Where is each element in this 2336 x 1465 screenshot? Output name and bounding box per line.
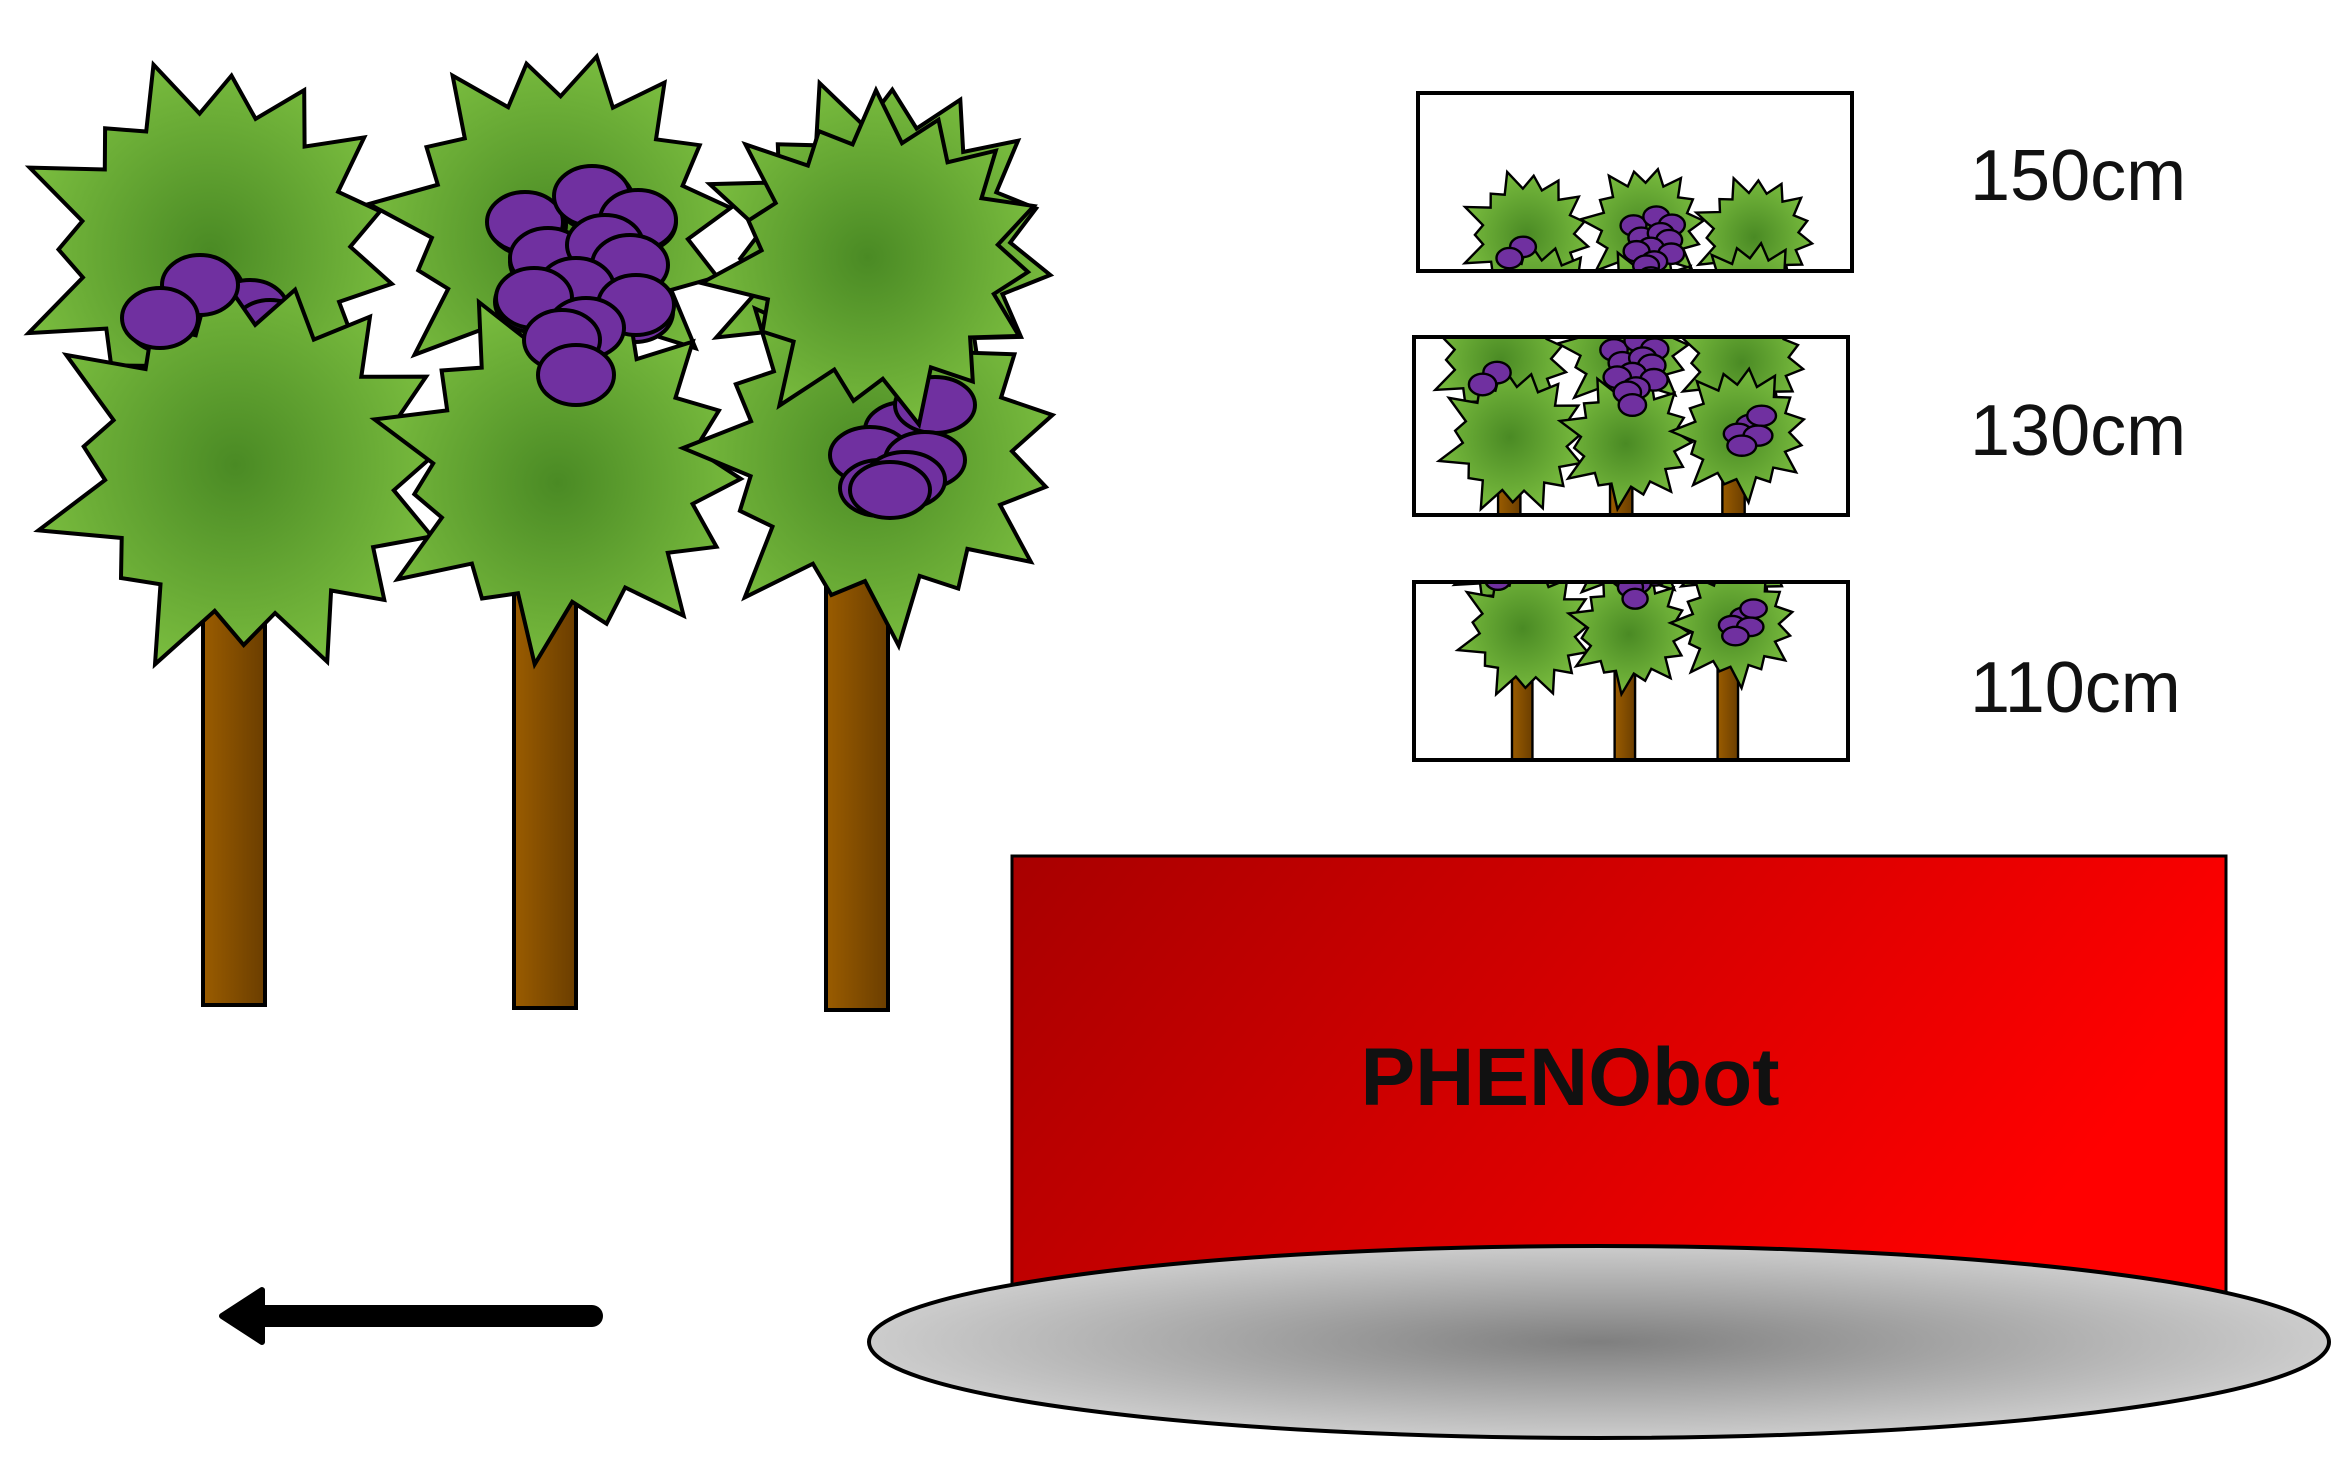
robot-name-label: PHENObot	[1360, 1032, 1779, 1123]
grape-bunch	[1722, 404, 1778, 457]
grape	[1617, 393, 1648, 418]
arrow-left-icon	[219, 1287, 603, 1345]
foliage-cluster	[369, 297, 745, 670]
grape	[1749, 287, 1776, 306]
grape	[1739, 598, 1768, 620]
camera-view-contents	[1451, 530, 1795, 760]
grape	[536, 343, 616, 407]
grape	[1467, 372, 1498, 397]
foliage-cluster	[1435, 362, 1583, 513]
grape	[1726, 434, 1758, 457]
grape	[1632, 546, 1657, 566]
grape-bunch	[828, 375, 977, 520]
phenobot-robot: PHENObot	[867, 854, 2331, 1440]
foliage-cluster	[1454, 582, 1590, 698]
grape-bunch	[485, 164, 678, 407]
grape	[848, 460, 932, 520]
grape	[1756, 297, 1783, 316]
grape	[120, 286, 200, 350]
height-label-150: 150cm	[1970, 136, 2186, 216]
grape-bunch	[1619, 205, 1687, 271]
foliage-cluster	[33, 260, 436, 670]
camera-view-contents	[1461, 166, 1815, 325]
grape	[1737, 295, 1764, 314]
grape-bunch	[1737, 278, 1786, 325]
foliage-cluster	[1709, 240, 1802, 271]
grape	[1495, 246, 1524, 270]
vine-trunk	[1716, 658, 1740, 760]
grape	[1759, 278, 1786, 297]
grape	[1721, 625, 1750, 647]
robot-body	[1010, 854, 2228, 1312]
grape-bunch	[1599, 337, 1670, 418]
camera-view-110cm	[1412, 530, 1850, 762]
grape-bunch	[1467, 360, 1512, 397]
camera-view-130cm	[1412, 335, 1850, 517]
grape	[1643, 538, 1668, 558]
foliage-cluster	[696, 85, 1038, 430]
camera-view-150cm	[1416, 91, 1854, 325]
robot-base	[867, 1244, 2331, 1440]
grape	[1484, 582, 1512, 592]
height-label-110: 110cm	[1970, 648, 2181, 728]
grape	[1498, 559, 1523, 579]
grape	[1628, 530, 1653, 550]
foliage-cluster	[1461, 169, 1591, 271]
height-label-130: 130cm	[1970, 391, 2186, 471]
camera-view-contents	[1432, 337, 1807, 515]
foliage-cluster	[1565, 582, 1692, 698]
vine-trunk	[824, 558, 890, 1012]
grape-bunch	[1606, 530, 1668, 610]
foliage-cluster	[1693, 175, 1815, 271]
grape-bunch	[1717, 598, 1768, 647]
grape	[1606, 538, 1631, 558]
grape-bunch	[1495, 235, 1538, 270]
grapevine-row	[23, 52, 1057, 1012]
grape	[1613, 550, 1638, 570]
grape	[1640, 553, 1665, 573]
grape	[1746, 404, 1778, 428]
grape	[1741, 306, 1768, 325]
grape	[1623, 560, 1648, 580]
grape-bunch	[120, 253, 240, 350]
foliage-cluster	[1556, 376, 1695, 513]
grape	[1621, 587, 1649, 610]
